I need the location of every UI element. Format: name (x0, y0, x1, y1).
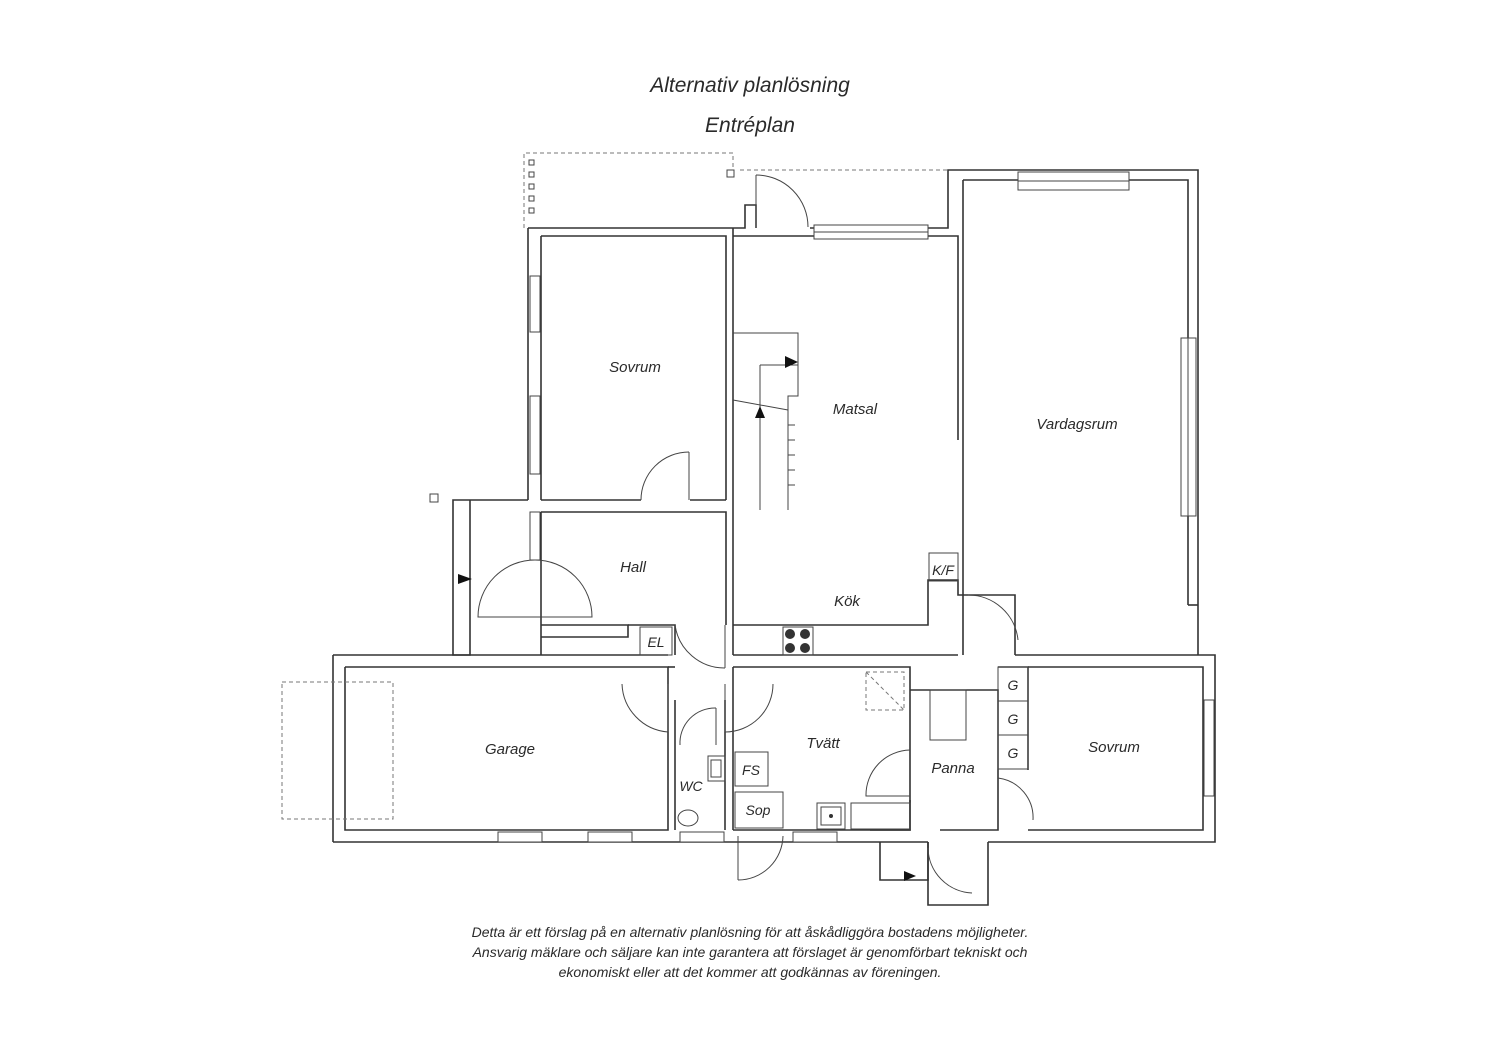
room-label-panna: Panna (931, 760, 974, 777)
label-g-3: G (1008, 745, 1019, 761)
label-fs: FS (742, 762, 761, 778)
room-label-garage: Garage (485, 741, 535, 758)
disclaimer-text: Detta är ett förslag på en alternativ pl… (0, 922, 1500, 982)
room-label-tvatt: Tvätt (806, 735, 840, 752)
door-swings (458, 174, 1034, 894)
outer-walls (332, 169, 1216, 843)
label-sop: Sop (746, 802, 771, 818)
room-label-sovrum-bottom: Sovrum (1088, 739, 1140, 756)
room-label-wc: WC (679, 778, 703, 794)
room-label-kok: Kök (834, 593, 861, 610)
disclaimer-line-2: Ansvarig mäklare och säljare kan inte ga… (472, 944, 1028, 960)
fixtures (639, 552, 1029, 830)
room-label-sovrum-top: Sovrum (609, 359, 661, 376)
windows (497, 171, 1215, 843)
label-kf: K/F (932, 562, 955, 578)
label-g-2: G (1008, 711, 1019, 727)
room-label-hall: Hall (620, 559, 647, 576)
plan-title: Alternativ planlösning (650, 74, 850, 97)
disclaimer-line-1: Detta är ett förslag på en alternativ pl… (471, 924, 1029, 940)
garage-extension-outline (281, 681, 394, 820)
plan-subtitle: Entréplan (705, 114, 795, 137)
room-label-matsal: Matsal (833, 401, 878, 418)
marker-square (429, 493, 439, 503)
label-g-1: G (1008, 677, 1019, 693)
patio-outline (523, 152, 948, 228)
disclaimer-line-3: ekonomiskt eller att det kommer att godk… (558, 964, 942, 980)
label-el: EL (647, 634, 664, 650)
staircase (732, 332, 799, 510)
room-label-vardagsrum: Vardagsrum (1036, 416, 1117, 433)
interior-walls (452, 499, 1198, 906)
